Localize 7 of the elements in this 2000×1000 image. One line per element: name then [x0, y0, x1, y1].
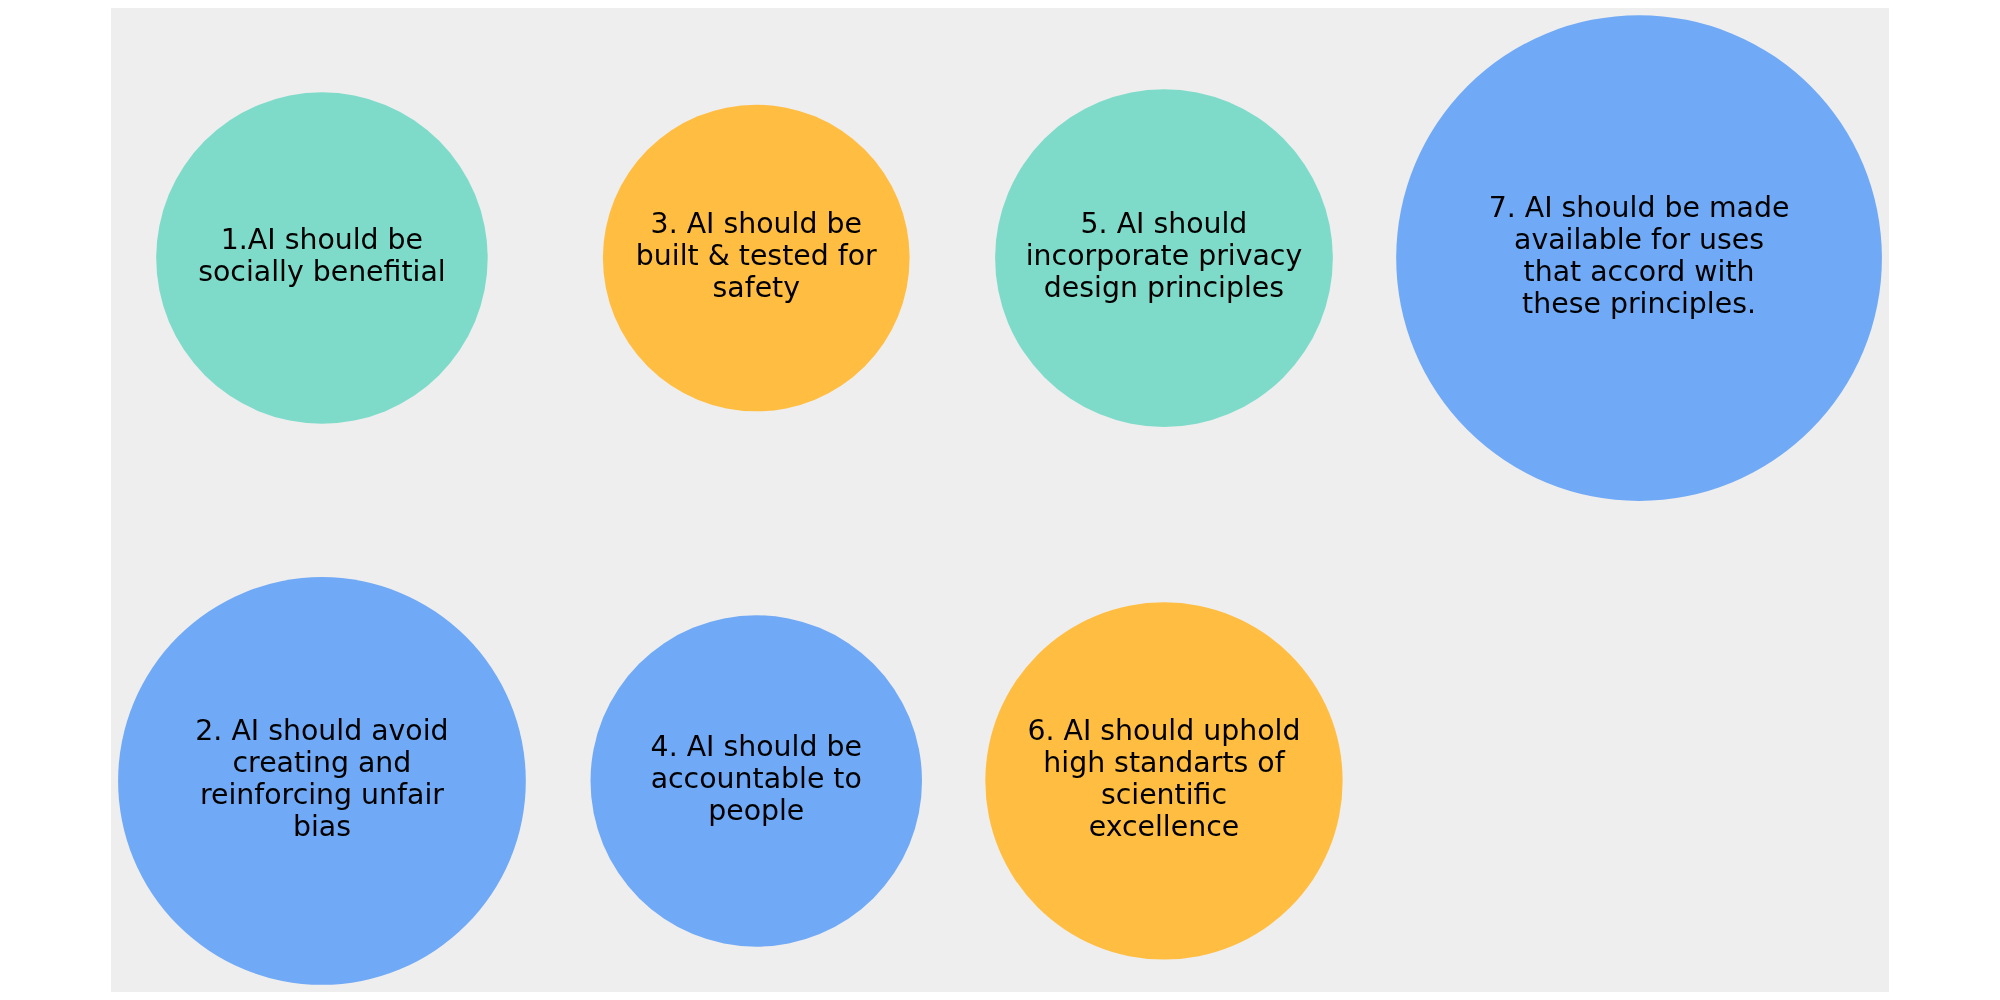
node-circle: 3. AI should be built & tested for safety [602, 104, 910, 412]
node-circle: 7. AI should be made available for uses that accord with these principles. [1396, 15, 1882, 501]
node-circle: 4. AI should be accountable to people [590, 615, 922, 947]
node-circle: 1.AI should be socially benefitial [156, 92, 488, 424]
node-circle: 5. AI should incorporate privacy design principles [995, 89, 1333, 427]
node-circle: 6. AI should uphold high standarts of scientific excellence [985, 602, 1343, 960]
node-circle: 2. AI should avoid creating and reinforcing unfair bias [118, 577, 526, 985]
